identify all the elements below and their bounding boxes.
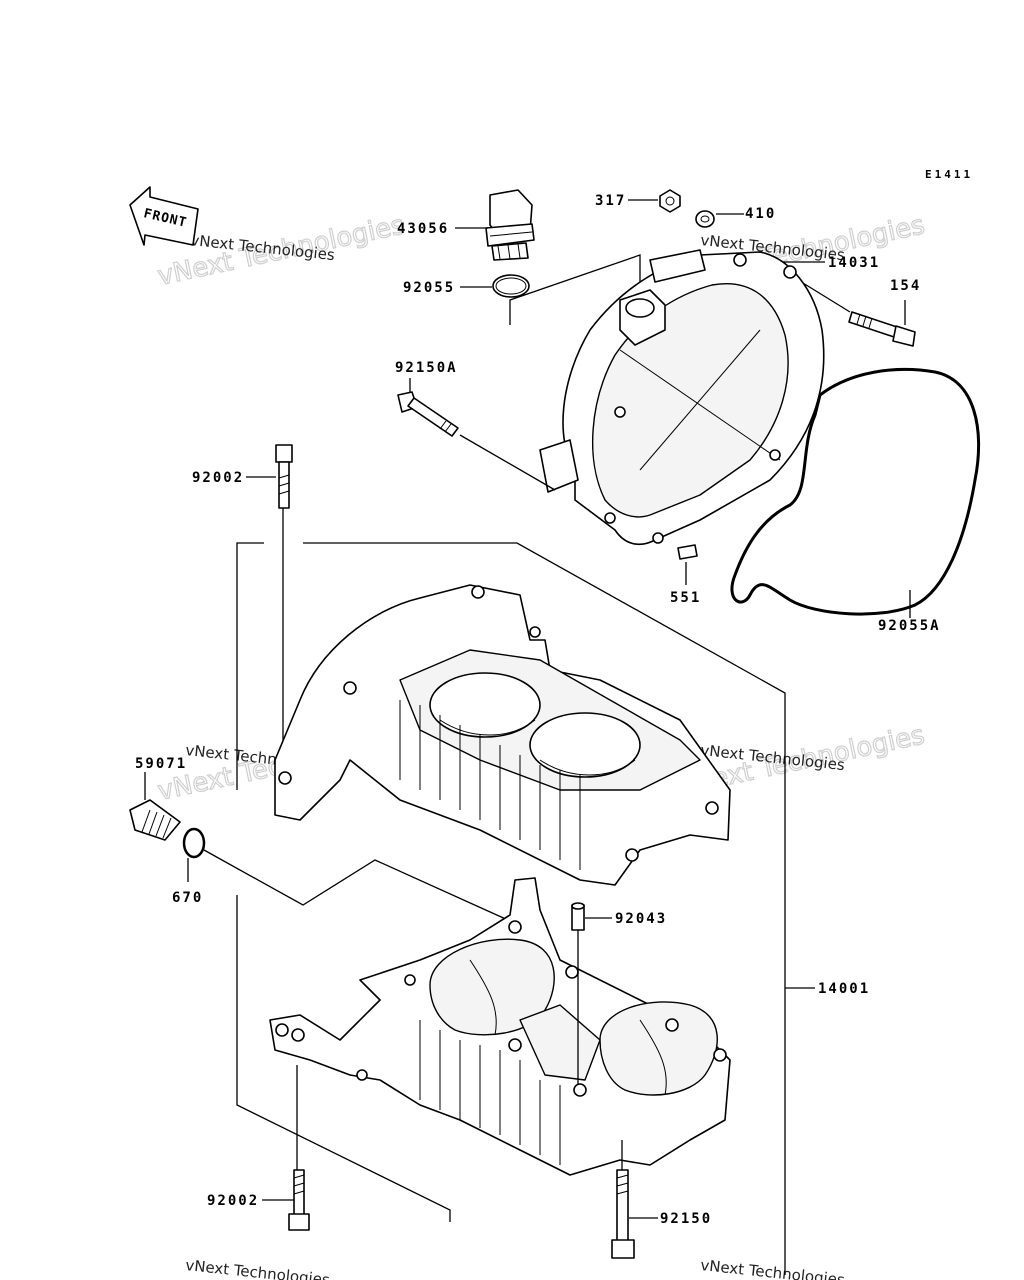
label-92055: 92055 [403,280,455,296]
dowel-pin [677,544,698,560]
label-154: 154 [890,278,921,294]
label-92055A: 92055A [878,618,941,634]
label-92043: 92043 [615,911,667,927]
bolt [848,311,916,347]
label-14031: 14031 [828,255,880,271]
label-92150: 92150 [660,1211,712,1227]
oil-filler-cap [485,189,535,261]
label-14001: 14001 [818,981,870,997]
label-43056: 43056 [397,221,449,237]
bolt [397,391,459,437]
gasket [730,367,981,616]
label-670: 670 [172,890,203,906]
label-410: 410 [745,206,776,222]
crankcase-cover [539,249,825,546]
bolt [275,444,293,509]
o-ring [492,274,530,298]
watermark-small: vNext Technologies [185,1256,331,1280]
diagram-code: E1411 [925,168,973,181]
bolt [288,1169,310,1231]
o-ring [182,827,206,859]
washer [695,210,715,228]
lower-crankcase [269,877,731,1176]
drain-plug [129,799,181,841]
label-551: 551 [670,590,701,606]
watermark-small: vNext Technologies [700,1256,846,1280]
label-92002-top: 92002 [192,470,244,486]
label-92002-bottom: 92002 [207,1193,259,1209]
upper-crankcase [274,584,731,886]
front-arrow-icon: FRONT [129,186,199,246]
label-317: 317 [595,193,626,209]
bolt [611,1169,635,1259]
label-59071: 59071 [135,756,187,772]
nut [659,189,681,213]
label-92150A: 92150A [395,360,458,376]
